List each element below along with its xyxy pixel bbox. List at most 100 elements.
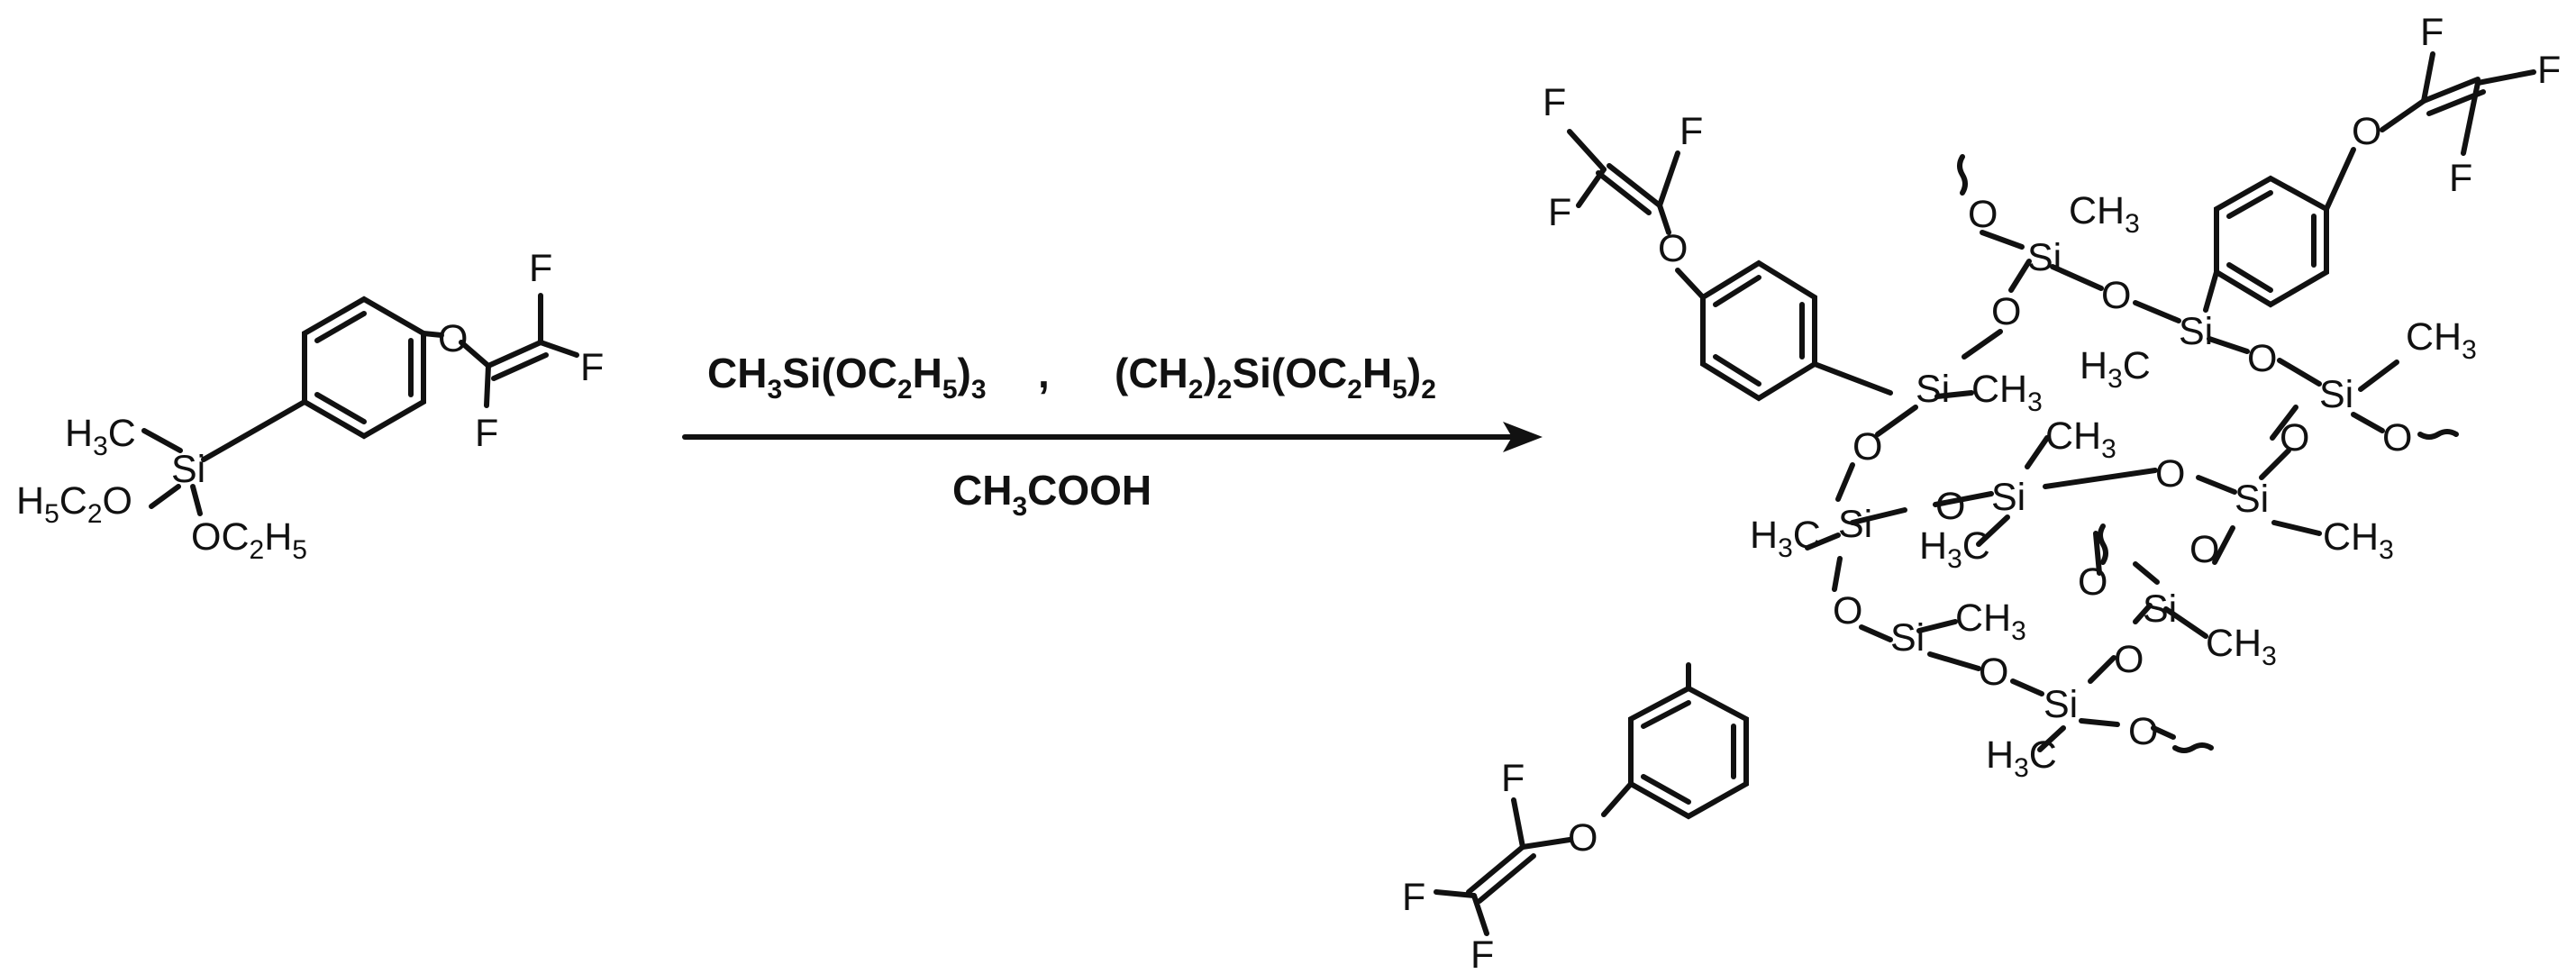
bond [2163,606,2208,639]
product-oxygen: O [2155,452,2185,496]
bond [2212,525,2235,565]
wavy-bond-center [2098,523,2108,565]
product-oxygen: O [2382,416,2412,460]
product-oxygen: O [2114,638,2144,681]
bond [2008,259,2032,293]
reaction-arrow-group: CH3Si(OC2H5)3 , (CH2)2Si(OC2H5)2 CH3COOH [682,350,1543,522]
product-oxygen: O [1852,425,1882,469]
bond [2025,435,2050,469]
wavy-bond-right [2417,429,2459,440]
wavy-bond-bottom [2172,742,2214,753]
product-fluorine: F [2537,49,2561,92]
product-fluorine: F [1548,191,1571,234]
bond [2133,561,2160,585]
reactant-ethoxy-bottom: OC2H5 [191,515,307,565]
product-benzene-ring-1 [1700,259,1817,402]
bond [1520,837,1572,850]
product-benzene-ring-2 [2214,175,2329,308]
bond [2037,725,2066,752]
bond [190,484,203,516]
bond [486,340,543,369]
product-methyl: CH3 [2323,515,2394,565]
product-silicon: Si [2143,587,2177,631]
bond [2380,98,2426,132]
product-methyl: CH3 [1955,596,2026,646]
bond [491,352,549,381]
bond [2203,269,2219,313]
bond [1859,624,1893,642]
product-fluorine: F [1402,876,1425,919]
bond [1601,781,1634,817]
ring-inner-bond [1713,354,1761,387]
bond [1471,893,1489,936]
bond [1567,129,1607,172]
bond [1675,268,1706,300]
product-methyl: H3C [1750,514,1821,563]
product-network: F F F O F F F O F O F [1402,11,2561,974]
reactant-fluorine-3: F [475,412,498,455]
bond [2277,358,2322,387]
bond [2151,725,2176,740]
product-oxygen: O [2128,710,2158,753]
ring-inner-bond [314,392,367,424]
product-fluorine: F [2420,11,2444,54]
bond [1850,507,1907,525]
bond [2010,678,2044,696]
bond [1927,651,1981,671]
bond [2271,520,2322,536]
reagent-separator: , [1038,350,1050,396]
bond [1933,491,1994,507]
product-fluorine: F [2449,157,2472,200]
bond [459,340,491,369]
product-fluorine: F [1543,81,1566,124]
reactant-benzene-ring [302,296,426,440]
reactant-ethoxy-left: H5C2O [16,479,132,529]
bond [1657,203,1671,235]
product-oxygen: O [1568,816,1597,860]
bond [2093,531,2102,576]
product-methyl: CH3 [2045,414,2116,464]
reagent-2: (CH2)2Si(OC2H5)2 [1115,350,1436,405]
bond [2324,147,2356,212]
bond [1596,170,1652,215]
product-silicon: Si [2235,478,2269,521]
bond [2358,360,2399,392]
bond [2421,77,2480,104]
bond [1466,844,1525,895]
siloxane-bonds [1805,230,2399,752]
bond [201,399,307,462]
bond [1835,462,1855,502]
wavy-bonds [1957,154,2459,753]
product-oxygen: O [1979,651,2008,694]
bond [2196,475,2237,495]
bond [1962,329,2003,360]
product-silicon: Si [1890,616,1925,660]
product-methyl: CH3 [1971,368,2043,417]
product-methyl: CH3 [2069,189,2140,239]
bond [1916,619,1958,633]
bond [2088,655,2116,684]
product-silicon: Si [2027,236,2062,279]
product-silicon: Si [2044,683,2078,726]
bond [2259,448,2291,480]
bond [1477,853,1536,904]
bond [1576,167,1607,208]
bond [2270,405,2298,441]
ring-inner-bond [2226,190,2273,219]
product-oxygen: O [2189,528,2219,571]
reactant-methyl-label: H3C [65,412,136,461]
bond [2207,336,2250,354]
bond [2050,264,2104,291]
reactant-fluorine-2: F [580,346,604,389]
product-fluorine: F [1501,757,1525,800]
bond [2133,603,2153,624]
bond [538,340,579,358]
bond [2421,51,2435,104]
product-methyl: CH3 [2406,315,2477,365]
product-silicon: Si [2319,373,2353,416]
ring-inner-bond [1713,275,1761,307]
ring-inner-bond [1641,774,1691,805]
product-silicon: Si [2179,310,2213,353]
product-methyl: H3C [2080,344,2151,394]
